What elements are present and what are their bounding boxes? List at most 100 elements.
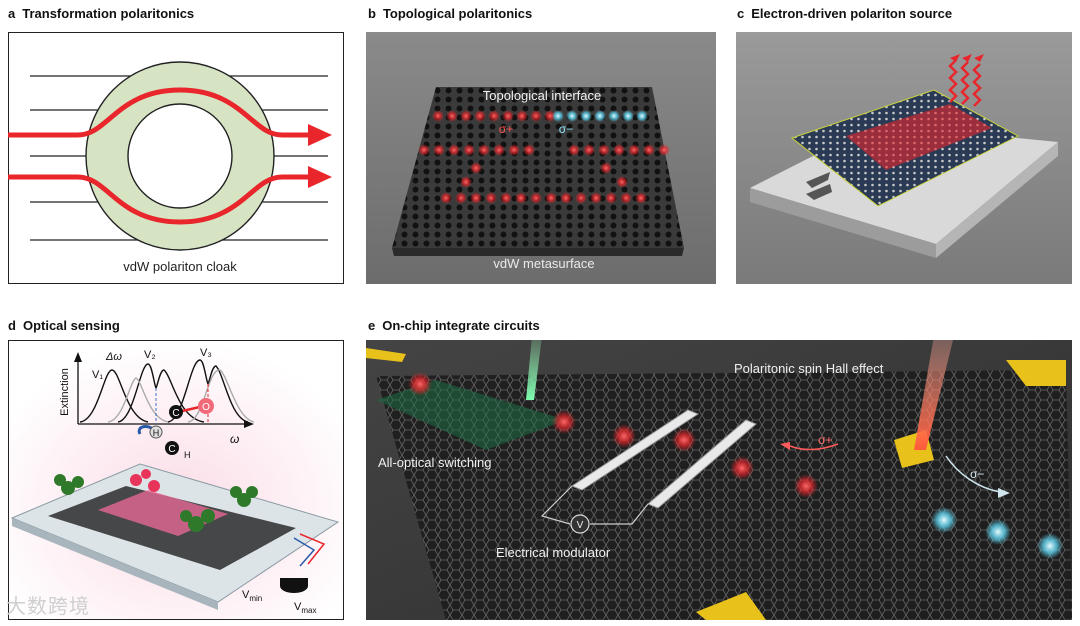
metasurface-caption: vdW metasurface (493, 256, 594, 271)
red-mode-dot (433, 144, 445, 156)
omega-axis-label: ω (230, 432, 239, 446)
spin-hall-label: Polaritonic spin Hall effect (734, 361, 884, 376)
carbon-atom-bottom: C (168, 444, 175, 455)
sigma-plus-arrow (789, 443, 839, 451)
panel-b-metasurface: Topological interface σ+ σ− vdW metasurf… (366, 32, 716, 284)
graphene-sheet (376, 370, 1072, 620)
cyan-mode-dot (985, 519, 1011, 545)
red-mode-dot (635, 192, 647, 204)
delta-omega-label: Δω (105, 351, 122, 363)
red-mode-dot (432, 110, 444, 122)
red-mode-dot (672, 428, 696, 452)
red-mode-dot (516, 110, 528, 122)
red-mode-dot (460, 176, 472, 188)
hbn-switch-layer (376, 380, 566, 450)
v3-label: V₃ (200, 347, 212, 359)
red-mode-dot (575, 192, 587, 204)
molecule: C O H C H (137, 398, 214, 460)
voltmeter-symbol: V (577, 520, 584, 531)
red-mode-dot (658, 144, 670, 156)
arrow-heads (308, 124, 332, 188)
red-mode-dot (590, 192, 602, 204)
switching-label: All-optical switching (378, 455, 491, 470)
spectrum-axes (77, 360, 246, 425)
red-mode-dot (408, 372, 432, 396)
voltmeter-icon (570, 514, 590, 534)
panel-c-source (736, 32, 1072, 284)
red-mode-dot (730, 456, 754, 480)
red-mode-dot (446, 110, 458, 122)
modulator-electrodes (570, 409, 757, 509)
sigma-minus-label: σ− (559, 122, 573, 136)
cyan-polariton-modes (931, 507, 1063, 559)
topological-cyan-modes (552, 110, 648, 122)
red-mode-dot (500, 192, 512, 204)
red-mode-dot (470, 192, 482, 204)
vmax-label: Vmax (294, 601, 316, 615)
v1-label: V₁ (92, 369, 103, 381)
red-mode-dot (502, 110, 514, 122)
cloak-caption: vdW polariton cloak (123, 259, 237, 274)
polariton-paths (8, 87, 310, 225)
red-mode-dot (440, 192, 452, 204)
hydrogen-atom-right: H (184, 450, 191, 460)
panel-d-sensing: Extinction ω V₁ Δω V₂ V₃ C O H C H (8, 340, 344, 620)
green-laser-beam (526, 340, 542, 400)
red-mode-dot (418, 144, 430, 156)
red-mode-dot (478, 144, 490, 156)
cyan-mode-dot (931, 507, 957, 533)
red-mode-dot (568, 144, 580, 156)
panel-a-cloak-diagram: vdW polariton cloak (8, 32, 344, 284)
red-mode-dot (488, 110, 500, 122)
sigma-plus-label: σ+ (818, 433, 832, 447)
cyan-mode-dot (608, 110, 620, 122)
watermark: 大数跨境 (6, 594, 90, 618)
red-mode-dot (455, 192, 467, 204)
red-mode-dot (493, 144, 505, 156)
orange-laser-beam (914, 340, 954, 450)
cyan-mode-dot (580, 110, 592, 122)
red-mode-dot (515, 192, 527, 204)
red-mode-dot (530, 192, 542, 204)
red-mode-dot (545, 192, 557, 204)
v2-label: V₂ (144, 349, 156, 361)
panel-e-circuits: V σ+ σ− Polaritonic spin Hall effect All… (366, 340, 1072, 620)
red-mode-dot (794, 474, 818, 498)
modulator-label: Electrical modulator (496, 545, 611, 560)
oxygen-atom: O (202, 402, 210, 413)
vmin-label: Vmin (242, 589, 262, 603)
red-mode-dot (613, 144, 625, 156)
red-mode-dot (600, 162, 612, 174)
red-polariton-modes (408, 372, 818, 498)
red-mode-dot (643, 144, 655, 156)
cyan-mode-dot (594, 110, 606, 122)
red-mode-dot (552, 410, 576, 434)
cyan-mode-dot (1037, 533, 1063, 559)
red-mode-dot (463, 144, 475, 156)
cyan-mode-dot (566, 110, 578, 122)
target-proteins (130, 469, 160, 492)
red-mode-dot (616, 176, 628, 188)
red-mode-dot (508, 144, 520, 156)
emission-waves (948, 59, 982, 107)
red-mode-dot (448, 144, 460, 156)
electron-gun (806, 172, 832, 200)
cloak-ring (85, 61, 275, 251)
sigma-plus-label: σ+ (499, 122, 513, 136)
polariton-beam (846, 104, 992, 170)
red-mode-dot (560, 192, 572, 204)
emission-arrow-heads (950, 54, 984, 62)
red-mode-dot (523, 144, 535, 156)
modulator-circuit (540, 485, 649, 525)
red-mode-dot (470, 162, 482, 174)
red-mode-dot (485, 192, 497, 204)
hydrogen-atom-left: H (153, 428, 160, 438)
cyan-mode-dot (622, 110, 634, 122)
red-mode-dot (474, 110, 486, 122)
antibodies (54, 474, 258, 532)
metasurface-plate (392, 87, 684, 248)
